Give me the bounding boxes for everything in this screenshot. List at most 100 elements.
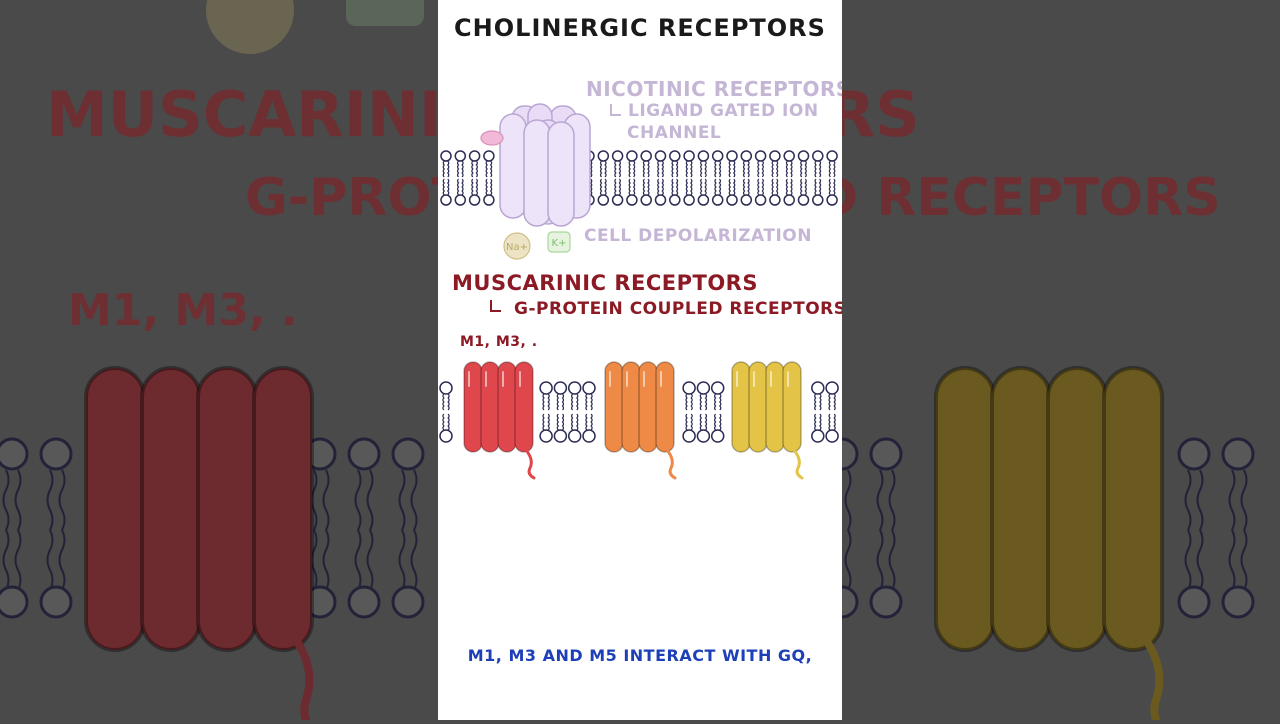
- background-lipid-head: [869, 585, 903, 619]
- nicotinic-title: NICOTINIC RECEPTORS: [586, 77, 842, 101]
- nicotinic-lipid-head-top: [711, 150, 724, 162]
- muscarinic-lipid-head-bottom: [439, 429, 453, 443]
- background-lipid-head: [1177, 585, 1211, 619]
- nicotinic-membrane: [440, 150, 838, 206]
- muscarinic-lipid-head-bottom: [567, 429, 582, 443]
- nicotinic-lipid-head-top: [440, 150, 452, 162]
- nicotinic-lipid-head-bottom: [697, 194, 710, 206]
- background-lipid-head: [39, 585, 73, 619]
- muscarinic-bracket-icon: [490, 300, 501, 312]
- nicotinic-lipid-head-bottom: [740, 194, 753, 206]
- muscarinic-receptor-orange-helix: [638, 361, 658, 453]
- background-lipid: [391, 437, 425, 619]
- nicotinic-lipid-head-top: [754, 150, 767, 162]
- muscarinic-lipid: [682, 381, 696, 443]
- background-lipid-head: [39, 437, 73, 471]
- muscarinic-lipid-head-top: [539, 381, 553, 395]
- nicotinic-lipid: [797, 150, 810, 206]
- background-lipid: [347, 437, 381, 619]
- nicotinic-lipid-head-top: [597, 150, 610, 162]
- muscarinic-subtitle: G-PROTEIN COUPLED RECEPTORS: [514, 299, 842, 319]
- nicotinic-lipid-head-bottom: [654, 194, 667, 206]
- muscarinic-receptor-red-tail: [524, 448, 536, 480]
- background-lipid: [1177, 437, 1211, 619]
- potassium-ion-icon: K+: [547, 231, 571, 253]
- nicotinic-lipid-head-top: [626, 150, 638, 162]
- video-caption: M1, M3 AND M5 INTERACT WITH GQ,: [467, 646, 813, 665]
- background-lipid: [39, 437, 73, 619]
- diagram-panel: Na+K+ CHOLINERGIC RECEPTORS NICOTINIC RE…: [438, 0, 842, 720]
- muscarinic-receptor-yellow-helix: [731, 361, 751, 453]
- background-lipid: [1221, 437, 1255, 619]
- nicotinic-lipid: [754, 150, 767, 206]
- nicotinic-lipid-head-bottom: [640, 194, 652, 206]
- nicotinic-lipid-head-top: [812, 150, 824, 162]
- muscarinic-lipid-head-top: [710, 381, 725, 395]
- muscarinic-receptor-yellow-helix: [748, 361, 768, 453]
- muscarinic-lipid: [539, 381, 553, 443]
- acetylcholine-ligand-icon: [480, 130, 504, 146]
- nicotinic-lipid-head-bottom: [769, 194, 781, 206]
- nicotinic-lipid-head-top: [654, 150, 667, 162]
- muscarinic-receptor-orange-helix: [621, 361, 641, 453]
- background-sodium-ion-icon: [206, 0, 294, 54]
- muscarinic-receptor-red-helix: [497, 361, 517, 453]
- background-subtype-label: M1, M3, .: [68, 285, 298, 336]
- nicotinic-lipid: [626, 150, 638, 206]
- nicotinic-lipid: [711, 150, 724, 206]
- muscarinic-lipid: [825, 381, 839, 443]
- potassium-ion-label: K+: [552, 238, 567, 249]
- muscarinic-lipid-head-top: [696, 381, 711, 395]
- background-lipid: [0, 437, 29, 619]
- muscarinic-receptor-red-helix: [514, 361, 534, 453]
- nicotinic-subtitle-line2: CHANNEL: [627, 123, 722, 143]
- nicotinic-subunit-front: [523, 119, 551, 227]
- nicotinic-lipid: [697, 150, 710, 206]
- nicotinic-lipid: [726, 150, 738, 206]
- muscarinic-lipid-head-bottom: [539, 429, 553, 443]
- nicotinic-lipid-head-top: [726, 150, 738, 162]
- muscarinic-lipid-head-bottom: [825, 429, 839, 443]
- background-potassium-ion-icon: [346, 0, 424, 26]
- nicotinic-lipid: [640, 150, 652, 206]
- nicotinic-lipid-head-top: [769, 150, 781, 162]
- nicotinic-lipid: [483, 150, 495, 206]
- nicotinic-lipid: [740, 150, 753, 206]
- nicotinic-lipid: [683, 150, 695, 206]
- muscarinic-lipid: [696, 381, 711, 443]
- muscarinic-receptor-orange-tail: [665, 448, 677, 480]
- nicotinic-lipid-head-top: [697, 150, 710, 162]
- nicotinic-lipid: [812, 150, 824, 206]
- background-lipid-head: [1177, 437, 1211, 471]
- background-lipid-head: [0, 585, 29, 619]
- muscarinic-lipid-head-top: [439, 381, 453, 395]
- muscarinic-title: MUSCARINIC RECEPTORS: [452, 271, 758, 295]
- nicotinic-lipid-head-top: [740, 150, 753, 162]
- background-lipid-head: [1221, 437, 1255, 471]
- nicotinic-lipid-head-top: [783, 150, 795, 162]
- muscarinic-lipid: [710, 381, 725, 443]
- background-lipid-head: [391, 437, 425, 471]
- muscarinic-lipid: [439, 381, 453, 443]
- nicotinic-lipid-head-bottom: [711, 194, 724, 206]
- muscarinic-receptor-orange: [604, 361, 677, 480]
- nicotinic-lipid-head-bottom: [626, 194, 638, 206]
- nicotinic-lipid: [654, 150, 667, 206]
- muscarinic-lipid-head-bottom: [811, 429, 825, 443]
- nicotinic-lipid: [611, 150, 624, 206]
- muscarinic-lipid-head-bottom: [553, 429, 568, 443]
- background-receptor-yellow: [934, 366, 1164, 724]
- muscarinic-lipid-head-bottom: [710, 429, 725, 443]
- muscarinic-receptor-red: [463, 361, 536, 480]
- nicotinic-lipid-head-top: [611, 150, 624, 162]
- muscarinic-lipid-head-top: [682, 381, 696, 395]
- muscarinic-lipid: [567, 381, 582, 443]
- cell-depolarization-label: CELL DEPOLARIZATION: [584, 226, 812, 246]
- muscarinic-lipid-head-bottom: [696, 429, 711, 443]
- muscarinic-receptor-orange-helix: [604, 361, 624, 453]
- nicotinic-receptor: [480, 103, 591, 227]
- nicotinic-lipid-head-top: [683, 150, 695, 162]
- nicotinic-lipid-head-bottom: [826, 194, 838, 206]
- muscarinic-lipid-head-top: [553, 381, 568, 395]
